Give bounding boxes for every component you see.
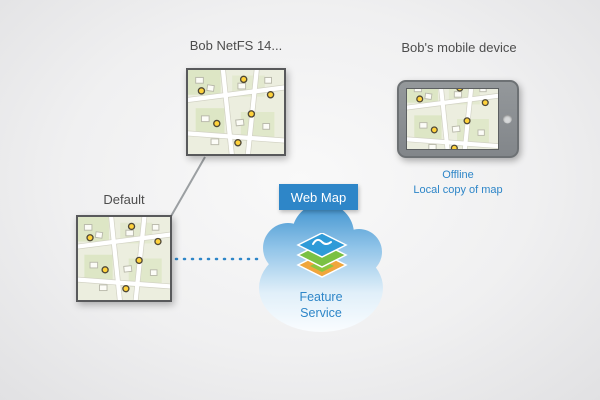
- offline-status-line2: Local copy of map: [413, 183, 503, 196]
- netfs-map-thumbnail: [186, 68, 286, 156]
- default-map-thumbnail: [76, 215, 172, 302]
- offline-status: Offline Local copy of map: [395, 168, 521, 198]
- layers-icon: [296, 233, 348, 283]
- map-art-icon: [78, 217, 170, 300]
- feature-service-label: Feature Service: [299, 290, 343, 320]
- tablet-screen: [406, 88, 499, 150]
- map-art-icon: [188, 70, 284, 154]
- map-art-icon: [407, 89, 498, 149]
- tablet-camera-dot: [503, 114, 512, 124]
- tablet-device-icon: [397, 80, 519, 158]
- webmap-badge: Web Map: [279, 184, 358, 210]
- offline-status-line1: Offline: [442, 169, 474, 181]
- solid-connector-default-to-netfs: [169, 156, 206, 219]
- mobile-device-label: Bob's mobile device: [401, 40, 517, 55]
- default-version-label: Default: [103, 192, 145, 207]
- netfs-version-label: Bob NetFS 14...: [189, 38, 283, 53]
- webmap-badge-label: Web Map: [290, 189, 347, 205]
